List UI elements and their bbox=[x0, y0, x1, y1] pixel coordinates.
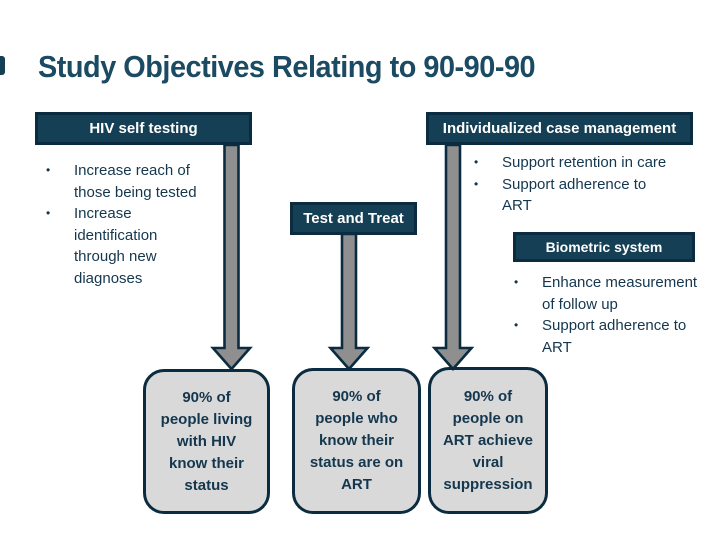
down-arrow-icon bbox=[210, 143, 253, 371]
outcome-label: 90% of people on ART achieve viral suppr… bbox=[442, 387, 534, 493]
outcome-box-on-art: 90% of people who know their status are … bbox=[292, 368, 421, 514]
bullet-text: Support retention in care bbox=[502, 154, 667, 171]
bullet-item: • Support retention in care bbox=[468, 152, 704, 174]
down-arrow-icon bbox=[431, 143, 475, 371]
header-box-biometric-system: Biometric system bbox=[513, 232, 695, 262]
slide-edge-mark bbox=[0, 56, 5, 75]
header-box-test-and-treat: Test and Treat bbox=[290, 202, 417, 235]
bullet-item: • Increase reach of those being tested bbox=[40, 160, 218, 203]
bullet-item: • Support adherence to ART bbox=[468, 174, 704, 217]
bullet-dot-icon: • bbox=[46, 163, 51, 177]
bullet-dot-icon: • bbox=[514, 275, 519, 289]
bullet-text: Support adherence to ART bbox=[542, 317, 687, 356]
outcome-box-know-status: 90% of people living with HIV know their… bbox=[143, 369, 270, 514]
header-box-individualized-case-management: Individualized case management bbox=[426, 112, 693, 145]
bullet-item: • Increase identification through new di… bbox=[40, 203, 218, 289]
bullet-list-hiv-self-testing: • Increase reach of those being tested •… bbox=[40, 160, 218, 289]
bullet-dot-icon: • bbox=[474, 155, 479, 169]
outcome-label: 90% of people living with HIV know their… bbox=[160, 388, 253, 494]
slide-title: Study Objectives Relating to 90-90-90 bbox=[38, 49, 536, 84]
bullet-dot-icon: • bbox=[474, 176, 479, 191]
outcome-box-viral-suppression: 90% of people on ART achieve viral suppr… bbox=[428, 367, 548, 514]
bullet-text: Enhance measurement of follow up bbox=[542, 274, 698, 313]
down-arrow-icon bbox=[327, 232, 371, 371]
outcome-label: 90% of people who know their status are … bbox=[309, 388, 404, 493]
bullet-list-case-management: • Support retention in care • Support ad… bbox=[468, 152, 704, 217]
bullet-list-biometric-system: • Enhance measurement of follow up • Sup… bbox=[508, 272, 720, 358]
header-label: Biometric system bbox=[545, 239, 663, 255]
header-label: Individualized case management bbox=[442, 120, 677, 137]
bullet-dot-icon: • bbox=[514, 318, 519, 332]
header-label: HIV self testing bbox=[89, 120, 198, 137]
bullet-item: • Enhance measurement of follow up bbox=[508, 272, 720, 315]
bullet-text: Increase reach of those being tested bbox=[74, 162, 197, 201]
header-label: Test and Treat bbox=[303, 210, 404, 227]
bullet-item: • Support adherence to ART bbox=[508, 315, 720, 358]
bullet-dot-icon: • bbox=[46, 206, 51, 220]
bullet-text: Support adherence to ART bbox=[502, 175, 647, 215]
header-box-hiv-self-testing: HIV self testing bbox=[35, 112, 252, 145]
bullet-text: Increase identification through new diag… bbox=[74, 205, 158, 287]
